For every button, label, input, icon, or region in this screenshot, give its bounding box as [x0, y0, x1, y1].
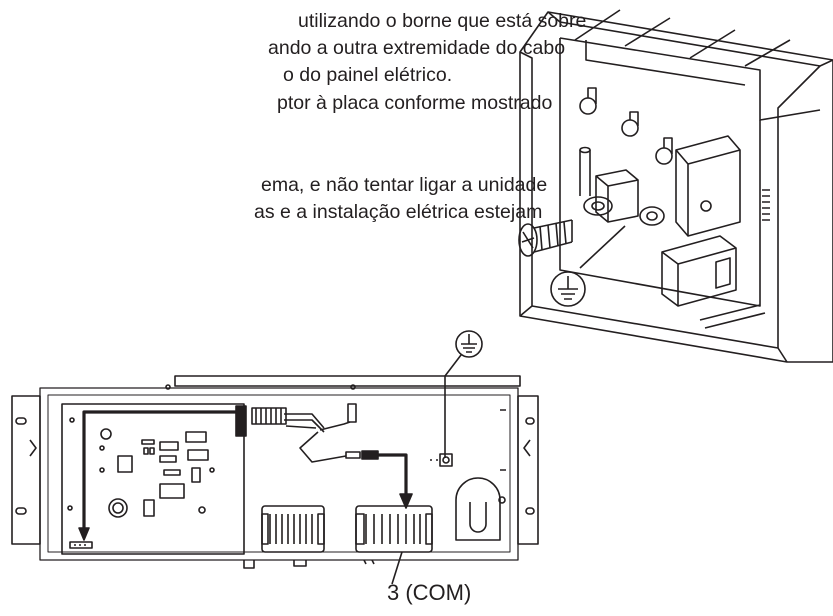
para3-line-1: ema, e não tentar ligar a unidade	[261, 174, 548, 196]
routed-cable-right	[378, 453, 413, 509]
earth-ground-icon	[550, 271, 586, 307]
terminal-block-com	[355, 505, 433, 553]
label-leader-line	[391, 551, 403, 585]
terminal-block-left	[261, 505, 325, 553]
para1-line-1: utilizando o borne que está sobre	[298, 10, 587, 32]
terminal-label-com: 3 (COM)	[387, 580, 472, 605]
pcb-panel	[11, 375, 539, 569]
para1-line-3: o do painel elétrico.	[283, 64, 453, 86]
para1-line-2: ando a outra extremidade do cabo	[268, 37, 566, 59]
routed-cable-left	[78, 410, 236, 541]
para3-line-2: as e a instalação elétrica estejam	[254, 201, 543, 223]
control-box-iso	[518, 9, 833, 363]
para2-line-1: ptor à placa conforme mostrado	[277, 92, 553, 114]
